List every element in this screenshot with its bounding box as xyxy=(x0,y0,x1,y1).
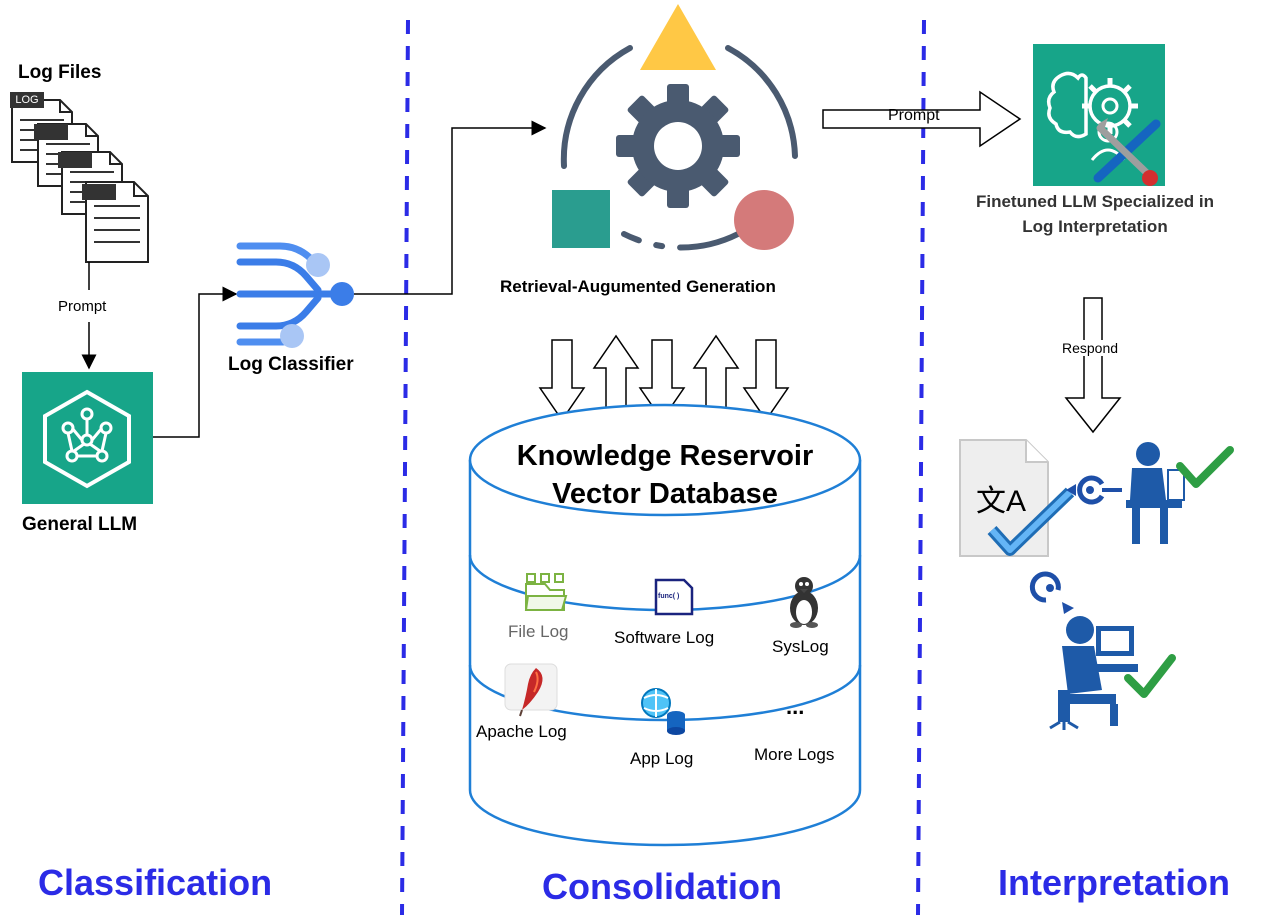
log-classifier-icon xyxy=(236,242,354,348)
check-icon xyxy=(1176,446,1234,488)
app-log-label: App Log xyxy=(630,749,694,768)
func-icon-text: func( ) xyxy=(658,593,680,600)
check-icon xyxy=(1124,654,1176,698)
user-at-computer-icon xyxy=(1049,616,1138,730)
respond-label: Respond xyxy=(1062,340,1119,356)
section-title-consolidation: Consolidation xyxy=(542,866,782,907)
translate-document-icon xyxy=(959,439,1075,557)
log-file-tag: LOG xyxy=(15,94,39,106)
general-llm-icon xyxy=(22,372,153,504)
user-at-desk-icon xyxy=(1126,442,1185,544)
circle-shape xyxy=(734,190,794,250)
divider-left xyxy=(400,19,410,915)
log-files-stack xyxy=(10,92,149,263)
general-llm-label: General LLM xyxy=(22,514,138,535)
connector-llm-to-classifier xyxy=(153,286,238,438)
software-log-label: Software Log xyxy=(614,628,715,647)
wrench-screwdriver-icon xyxy=(1093,118,1161,186)
connector-classifier-to-rag xyxy=(354,120,547,295)
function-icon xyxy=(654,578,694,616)
down-arrow xyxy=(538,339,586,422)
divider-right xyxy=(916,19,926,915)
db-title-line1: Knowledge Reservoir xyxy=(516,440,814,472)
rag-icon xyxy=(552,4,798,251)
vector-database-cylinder xyxy=(468,403,862,847)
translate-glyph: 文A xyxy=(976,485,1027,518)
rag-title: Retrieval-Augumented Generation xyxy=(500,277,776,296)
sync-icon xyxy=(1029,571,1074,614)
app-globe-database-icon xyxy=(641,688,685,735)
apache-log-label: Apache Log xyxy=(476,722,567,741)
more-logs-label: More Logs xyxy=(754,745,835,764)
section-title-interpretation: Interpretation xyxy=(998,862,1231,903)
apache-feather-icon xyxy=(504,663,558,717)
down-arrow xyxy=(742,339,790,422)
folder-icon xyxy=(524,573,568,611)
prompt-label-interpretation: Prompt xyxy=(888,107,940,124)
log-classifier-label: Log Classifier xyxy=(228,354,354,375)
linux-penguin-icon xyxy=(790,577,818,628)
sync-icon xyxy=(1066,475,1122,505)
prompt-label-classification: Prompt xyxy=(58,298,107,315)
syslog-label: SysLog xyxy=(772,637,829,656)
section-title-classification: Classification xyxy=(38,862,273,903)
log-file-icon xyxy=(82,181,149,263)
triangle-shape xyxy=(640,4,716,70)
finetuned-llm-icon xyxy=(1033,44,1165,186)
check-icon xyxy=(987,487,1075,556)
finetuned-llm-line2: Log Interpretation xyxy=(1022,217,1168,236)
prompt-hollow-arrow xyxy=(822,90,1022,148)
respond-hollow-arrow xyxy=(1064,297,1122,434)
log-files-title: Log Files xyxy=(18,62,102,83)
db-title-line2: Vector Database xyxy=(552,478,778,510)
square-shape xyxy=(552,190,610,248)
more-logs-ellipsis: ... xyxy=(786,694,805,719)
file-log-label: File Log xyxy=(508,622,569,641)
gear-icon xyxy=(616,84,740,208)
finetuned-llm-line1: Finetuned LLM Specialized in xyxy=(975,192,1215,211)
